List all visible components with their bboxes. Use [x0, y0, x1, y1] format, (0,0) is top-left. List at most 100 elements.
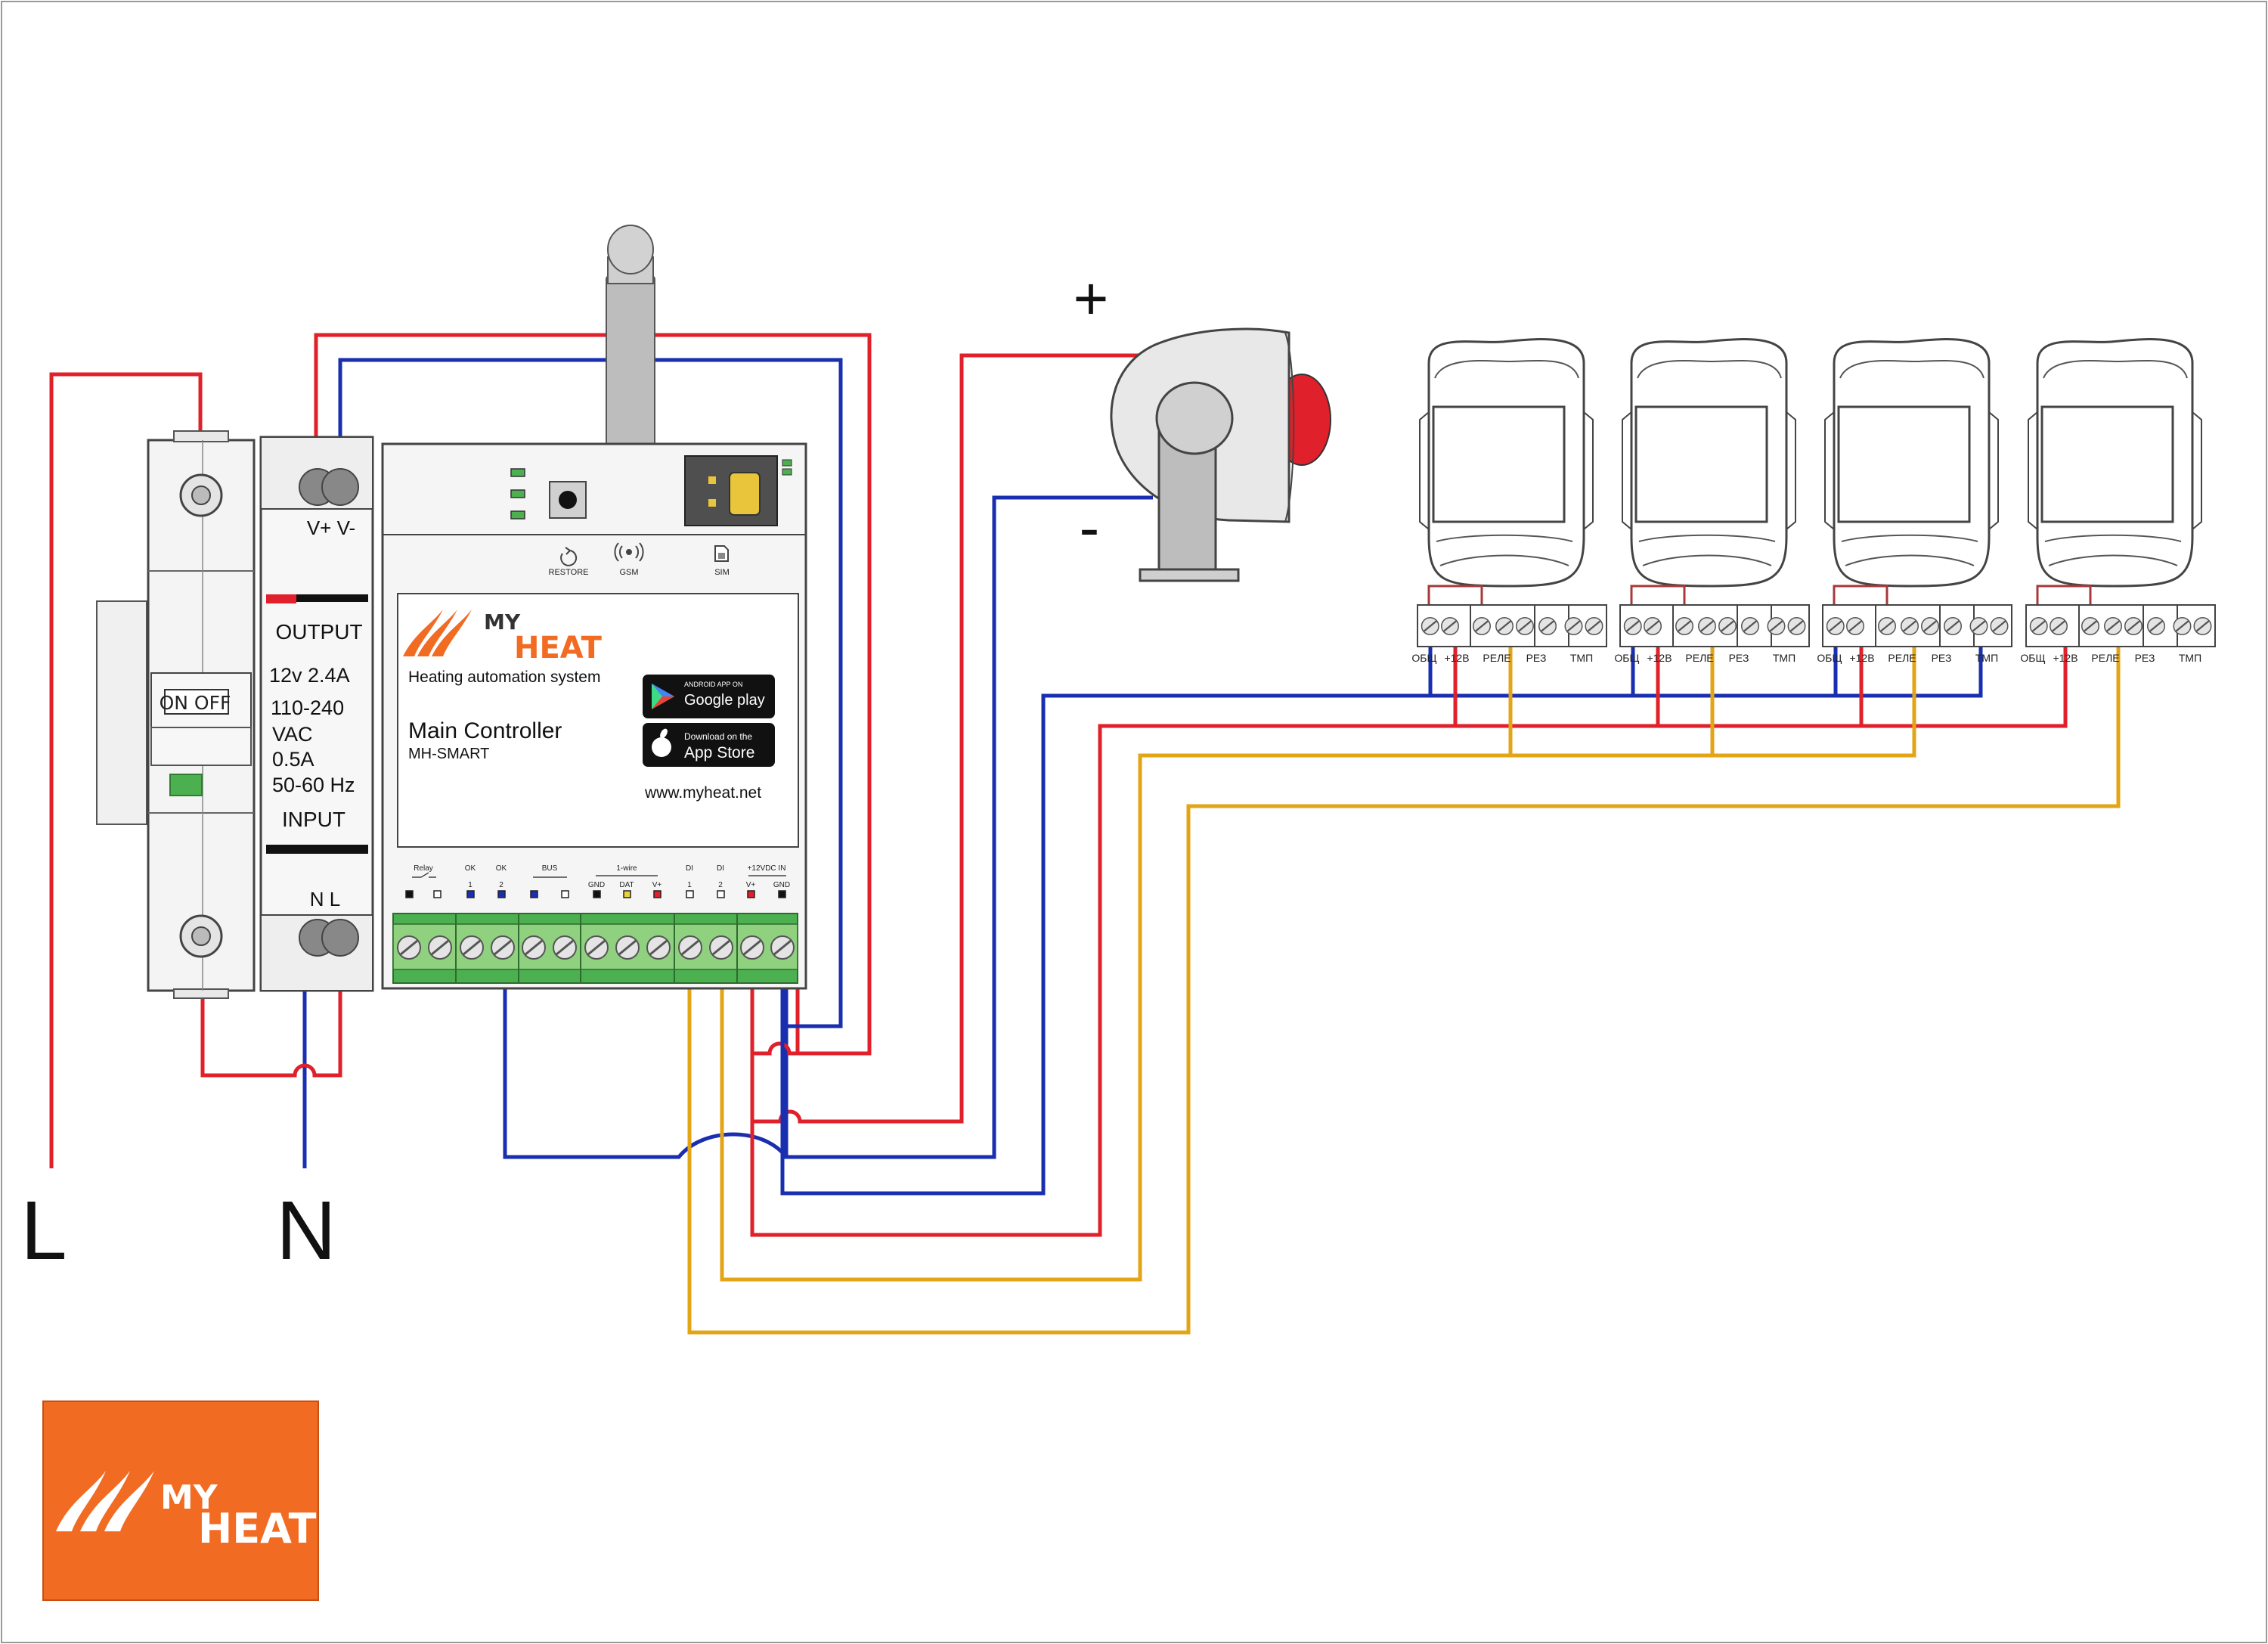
term-pin-gnd: GND	[588, 881, 605, 889]
sensor-3: ОБЩ +12В РЕЛЕ РЕЗ ТМП	[1817, 338, 2012, 664]
sensor-2-label-relay: РЕЛЕ	[1685, 652, 1713, 664]
psu-input-terminals: N L	[310, 888, 340, 910]
controller-logo-bottom: HEAT	[514, 631, 603, 665]
sensor-1-label-res: РЕЗ	[1526, 652, 1547, 664]
sensor-4-label-common: ОБЩ	[2020, 652, 2045, 664]
siren-minus-label: -	[1080, 494, 1100, 561]
wire-bus-blue	[503, 983, 788, 1159]
google-play-big: Google play	[684, 692, 765, 709]
term-group-1wire: 1-wire	[616, 864, 637, 873]
sensor-4-label-res: РЕЗ	[2135, 652, 2155, 664]
term-group-ok1: OK	[465, 864, 476, 873]
controller-logo-top: MY	[484, 610, 521, 634]
psu-output-terminals: V+ V-	[307, 516, 355, 539]
breaker-green-flag	[169, 774, 203, 796]
sensor-1-label-common: ОБЩ	[1411, 652, 1436, 664]
sensor-4-label-12v: +12В	[2053, 652, 2077, 664]
controller-led-1	[510, 468, 525, 477]
term-group-12v-in: +12VDC IN	[748, 864, 786, 873]
psu-input-frequency: 50-60 Hz	[272, 774, 355, 796]
psu-input-voltage-unit: VAC	[272, 723, 313, 746]
psu-input-voltage: 110-240	[271, 696, 344, 719]
gsm-signal-icon	[614, 542, 644, 562]
google-play-small: ANDROID APP ON	[684, 681, 742, 688]
sensor-3-label-12v: +12В	[1849, 652, 1874, 664]
controller-led-2	[510, 489, 525, 498]
term-pin-di2: 2	[718, 881, 723, 889]
term-pin-ok2: 2	[499, 881, 503, 889]
sensor-3-label-common: ОБЩ	[1817, 652, 1842, 664]
wire-sensors-relay-a	[720, 647, 1916, 1282]
brand-logo-bottom: HEAT	[198, 1505, 317, 1552]
wires	[49, 333, 2121, 1335]
sensor-3-label-relay: РЕЛЕ	[1888, 652, 1916, 664]
sensor-2-label-12v: +12В	[1647, 652, 1672, 664]
controller-led-3	[510, 510, 525, 520]
brand-flame-icon	[56, 1471, 154, 1531]
psu-led	[266, 594, 296, 603]
circuit-breaker: ON OFF	[96, 430, 256, 999]
sensor-3-label-res: РЕЗ	[1932, 652, 1952, 664]
psu-input-current: 0.5A	[272, 748, 314, 771]
myheat-flame-icon	[403, 610, 472, 656]
breaker-switch-label: ON OFF	[160, 692, 231, 714]
restore-label: RESTORE	[549, 568, 589, 577]
term-group-ok2: OK	[496, 864, 507, 873]
apple-icon	[652, 728, 671, 757]
sensor-4: ОБЩ +12В РЕЛЕ РЕЗ ТМП	[2020, 338, 2216, 664]
app-store-big: App Store	[684, 744, 754, 762]
brand-logo-top: MY	[160, 1478, 218, 1517]
breaker-switch-window	[164, 689, 229, 715]
controller-website[interactable]: www.myheat.net	[644, 784, 761, 802]
google-play-badge[interactable]: ANDROID APP ON Google play	[643, 675, 775, 718]
term-pin-di1: 1	[687, 881, 692, 889]
sensor-1: ОБЩ +12В РЕЛЕ РЕЗ ТМП	[1411, 338, 1607, 664]
psu-input-title: INPUT	[282, 808, 345, 831]
sensor-1-label-tamper: ТМП	[1570, 652, 1593, 664]
siren-plus-label: +	[1074, 265, 1109, 332]
psu-output-rating: 12v 2.4A	[269, 664, 350, 687]
term-group-di1: DI	[686, 864, 693, 873]
term-pin-ok1: 1	[468, 881, 472, 889]
wire-red-crossover	[752, 1041, 798, 1056]
term-pin-12v-gnd: GND	[773, 881, 790, 889]
wire-psu-vplus	[314, 333, 872, 1056]
wire-siren-plus	[750, 353, 1153, 1124]
term-pin-vplus: V+	[652, 881, 662, 889]
sensor-2-label-tamper: ТМП	[1773, 652, 1796, 664]
mains-line-label: L	[20, 1184, 67, 1277]
sensor-3-label-tamper: ТМП	[1975, 652, 1998, 664]
sensor-4-label-relay: РЕЛЕ	[2091, 652, 2119, 664]
sensor-2-label-common: ОБЩ	[1614, 652, 1639, 664]
restore-icon	[560, 547, 578, 566]
siren: + -	[1074, 265, 1331, 582]
main-controller: RESTORE GSM SIM MY HEAT Heating automati…	[381, 442, 807, 990]
terminal-label-row: Relay OK 1 OK 2 BUS 1-wire GND DAT V+ DI…	[412, 864, 790, 889]
wire-sensors-common	[780, 647, 1983, 1196]
sensor-4-label-tamper: ТМП	[2179, 652, 2201, 664]
term-pin-12v: V+	[746, 881, 756, 889]
controller-label-panel	[397, 593, 799, 848]
terminal-pin-markers	[405, 890, 786, 898]
controller-title: Main Controller	[408, 718, 562, 743]
sim-label: SIM	[714, 568, 730, 577]
controller-subtitle: Heating automation system	[408, 668, 600, 686]
term-group-relay: Relay	[414, 864, 433, 873]
psu-output-title: OUTPUT	[275, 620, 362, 644]
wire-sensors-12v	[750, 647, 2068, 1237]
sensor-2-label-res: РЕЗ	[1729, 652, 1749, 664]
wire-siren-minus	[784, 495, 1153, 1159]
power-supply: V+ V- OUTPUT 12v 2.4A 110-240 VAC 0.5A 5…	[259, 436, 374, 992]
mains-neutral-label: N	[276, 1184, 336, 1277]
gsm-label: GSM	[619, 568, 638, 577]
wire-mains-l	[49, 372, 203, 1168]
sim-card-icon	[714, 545, 729, 562]
wire-breaker-psu-l	[200, 987, 342, 1078]
wire-sensors-relay-b	[687, 647, 2121, 1335]
app-store-badge[interactable]: Download on the App Store	[643, 723, 775, 767]
sensor-1-label-12v: +12В	[1444, 652, 1469, 664]
sensor-2: ОБЩ +12В РЕЛЕ РЕЗ ТМП	[1614, 338, 1810, 664]
term-group-di2: DI	[717, 864, 724, 873]
